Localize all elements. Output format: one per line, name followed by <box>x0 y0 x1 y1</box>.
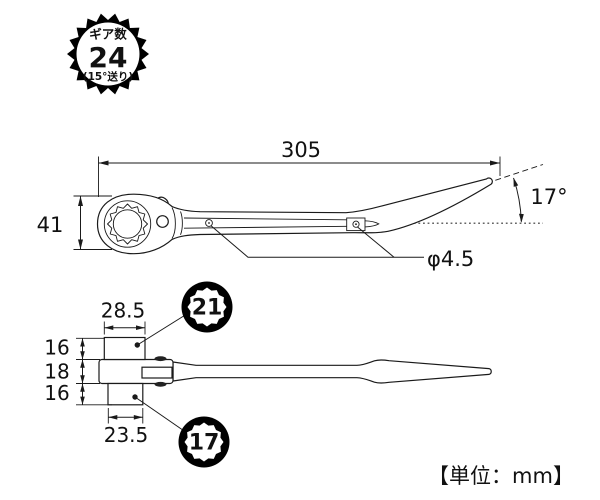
side-view-drawing: φ4.5 305 41 17° <box>37 138 568 271</box>
dim-length-label: 305 <box>281 138 321 162</box>
taper-tip-line <box>364 220 380 228</box>
wrench-top-handle <box>172 359 492 384</box>
socket-size-17-label: 17 <box>189 431 220 456</box>
socket-size-17-badge: 17 <box>178 416 230 468</box>
dim-seg-bottom-label: 16 <box>44 381 69 405</box>
handle-shoulder-bottom <box>183 225 348 229</box>
dim-head-height: 41 <box>37 195 112 250</box>
angle-label: 17° <box>530 185 567 209</box>
gear-count-badge: ギア数 24 (15°送り) <box>67 13 149 95</box>
wrench-side-outline <box>96 177 493 255</box>
socket-size-21-badge: 21 <box>181 281 233 333</box>
handle-shoulder-top <box>183 217 348 221</box>
dim-lower-socket-width: 23.5 <box>104 408 149 447</box>
lever-top-view <box>141 366 173 379</box>
dim-seg-mid-label: 18 <box>44 360 69 384</box>
lower-socket <box>107 382 144 406</box>
dim-overall-length: 305 <box>98 138 501 197</box>
leader-21 <box>137 315 185 346</box>
neck-line-2 <box>180 211 183 235</box>
rivet-hole-2 <box>352 220 360 228</box>
dim-height-label: 41 <box>37 213 64 237</box>
hole-diameter-callout: φ4.5 <box>210 225 474 271</box>
hole-diameter-label: φ4.5 <box>427 247 474 271</box>
leader-17-dot <box>132 394 138 400</box>
upper-socket <box>103 336 146 361</box>
dim-bend-angle: 17° <box>513 177 568 223</box>
detent-bump-top <box>154 356 167 362</box>
dim-seg-top-label: 16 <box>44 336 69 360</box>
leader-21-dot <box>134 342 140 348</box>
leader-17 <box>134 396 183 430</box>
gear-badge-count: 24 <box>89 41 128 74</box>
gear-badge-face <box>76 22 140 86</box>
dim-upper-socket-width: 28.5 <box>101 299 146 335</box>
dim-height-chain: 16 18 16 <box>44 336 112 406</box>
units-note: 【単位：mm】 <box>428 464 574 488</box>
dim-upper-width-label: 28.5 <box>101 299 146 323</box>
gear-badge-feed: (15°送り) <box>83 70 133 83</box>
gear-badge-title: ギア数 <box>89 27 127 42</box>
top-view-drawing: 28.5 16 18 16 23.5 <box>44 281 492 468</box>
ratchet-pin <box>156 215 169 228</box>
neck-line <box>171 207 176 239</box>
rivet-hole-1 <box>205 219 213 227</box>
socket-size-21-label: 21 <box>192 296 223 321</box>
detent-bump-bottom <box>154 381 167 387</box>
dim-lower-width-label: 23.5 <box>104 423 149 447</box>
ratchet-ring <box>103 200 152 248</box>
